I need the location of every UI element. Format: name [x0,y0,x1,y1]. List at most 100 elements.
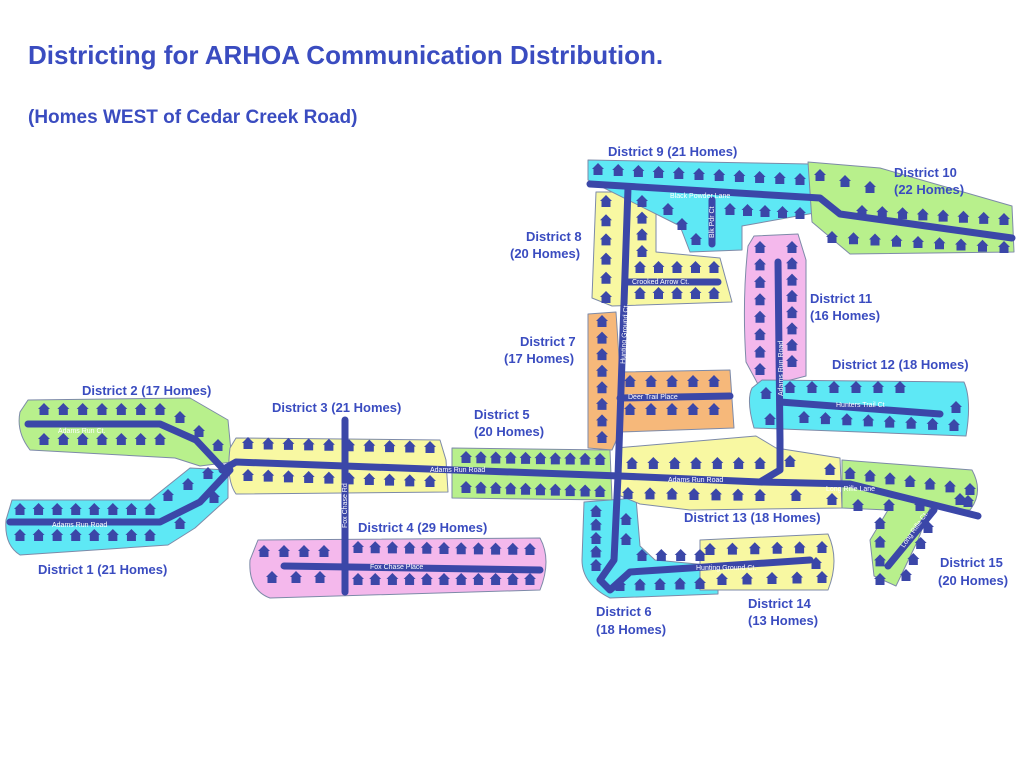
house-icon [844,467,856,479]
house-icon [864,181,876,193]
house-icon [884,472,896,485]
house-icon [726,542,739,555]
house-icon [671,287,683,299]
house-icon [420,541,433,554]
house-icon [754,457,766,469]
house-icon [655,549,668,561]
road-adams-run-ct[interactable] [24,420,230,476]
road-label-hunting-ground-ct-north: Hunting Ground Ct. [620,303,630,364]
district-14-label-line1: District 14 [748,596,812,611]
road-adams-run-road-west[interactable] [6,466,234,526]
house-icon [600,291,612,303]
house-icon [519,482,532,495]
house-icon [674,577,686,590]
road-adams-run-road-east[interactable] [756,478,982,520]
road-adams-run-road-north[interactable] [774,258,784,444]
house-icon [57,433,70,445]
road-label-adams-run-road-east: Adams Run Road [668,477,723,484]
road-hunters-trail-ct[interactable] [776,398,944,418]
district-regions: District 1 (21 Homes) District 2 (17 Hom… [5,159,1015,599]
house-icon [671,261,683,273]
road-label-fox-chase-place: Fox Chase Place [370,564,423,571]
house-icon [937,209,950,222]
house-icon [88,529,101,541]
house-icon [596,414,608,427]
house-icon [687,403,699,415]
district-3-label: District 3 (21 Homes) [272,400,401,415]
page-title: Districting for ARHOA Communication Dist… [28,40,664,70]
house-icon [369,573,382,585]
house-icon [524,543,536,555]
house-icon [790,489,802,501]
road-hunting-ground-ct-south[interactable] [596,472,814,594]
house-icon [600,195,612,207]
road-label-deer-trail-place: Deer Trail Place [628,394,678,401]
house-icon [590,559,602,571]
house-icon [314,571,326,583]
house-icon [596,431,608,443]
house-icon [489,573,502,585]
house-icon [636,549,648,561]
district-2-label: District 2 (17 Homes) [82,383,211,398]
house-icon [590,505,602,517]
house-icon [754,345,766,358]
house-icon [711,457,724,469]
house-icon [134,433,147,445]
house-icon [96,403,108,415]
house-icon [115,433,128,445]
house-icon [690,457,702,469]
house-icon [403,474,416,487]
house-icon [872,381,884,393]
house-icon [794,207,806,219]
district-7-label-line2: (17 Homes) [504,351,574,366]
house-icon [794,173,806,185]
house-icon [862,414,875,427]
road-black-powder-lane[interactable] [586,180,1016,242]
road-deer-trail-place[interactable] [616,392,734,402]
house-icon [318,545,330,557]
house-icon [519,451,532,464]
house-icon [708,261,720,273]
house-icon [786,355,798,367]
district-13-label: District 13 (18 Homes) [684,510,821,525]
house-icon [668,457,681,469]
house-icon [933,237,946,250]
region-district-7[interactable]: District 7 (17 Homes) [587,311,735,451]
house-icon [154,433,166,445]
house-icon [383,473,396,486]
page-subtitle: (Homes WEST of Cedar Creek Road) [28,107,358,128]
house-icon [754,363,766,375]
house-icon [612,164,625,176]
house-icon [282,470,295,483]
house-icon [32,503,45,515]
house-icon [748,542,761,555]
house-icon [424,475,436,487]
house-icon [957,210,970,223]
house-icon [620,513,632,525]
house-icon [106,503,119,515]
house-icon [258,545,270,557]
house-icon [420,573,433,585]
house-icon [793,541,806,554]
road-fox-chase-place[interactable] [280,562,544,574]
house-icon [298,545,310,557]
district-8-label-line2: (20 Homes) [510,246,580,261]
house-icon [38,433,50,445]
house-icon [912,236,924,248]
house-icon [674,549,687,561]
house-icon [708,287,720,299]
house-icon [754,275,766,288]
house-icon [864,469,876,482]
road-long-rifle-ct[interactable] [884,506,938,570]
house-icon [76,433,89,445]
house-icon [14,503,26,515]
house-icon [564,484,577,497]
house-icon [688,488,700,500]
house-icon [51,529,64,541]
house-icon [182,478,194,490]
house-icon [798,411,810,423]
house-icon [596,315,608,327]
house-icon [816,541,828,553]
road-adams-run-road-main[interactable] [218,436,784,486]
road-hunting-ground-ct-north[interactable] [614,184,632,480]
